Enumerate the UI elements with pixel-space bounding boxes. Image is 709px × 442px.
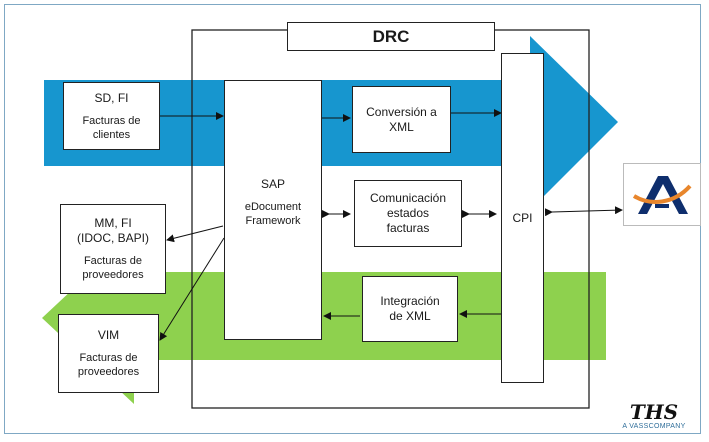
blue-band-arrow — [44, 36, 618, 210]
sd-fi-box: SD, FI Facturas de clientes — [63, 82, 160, 150]
integracion-box: Integración de XML — [362, 276, 458, 342]
integracion-label-1: Integración — [380, 294, 440, 308]
brand-logo-text: THS — [630, 400, 678, 424]
aeat-logo-icon — [632, 176, 692, 214]
sd-fi-label: SD, FI — [94, 90, 129, 105]
mm-fi-sub: (IDOC, BAPI) — [76, 231, 149, 245]
brand-subtitle: A VASSCOMPANY — [622, 423, 686, 430]
mm-fi-box: MM, FI (IDOC, BAPI) Facturas de proveedo… — [60, 204, 166, 294]
sap-desc-1: eDocument — [244, 201, 302, 213]
arrow-sap-to-vim — [159, 237, 225, 341]
sd-fi-desc-1: Facturas de — [82, 114, 141, 127]
conversion-label-1: Conversión a — [366, 104, 437, 119]
vim-label: VIM — [97, 328, 120, 342]
mm-fi-desc-2: proveedores — [82, 269, 144, 281]
sap-desc-2: Framework — [245, 215, 301, 227]
mm-fi-label: MM, FI — [94, 216, 132, 230]
vim-box: VIM Facturas de proveedores — [58, 314, 159, 393]
drc-title: DRC — [287, 22, 495, 51]
comunicacion-box: Comunicación estados facturas — [354, 180, 462, 247]
cpi-label: CPI — [512, 210, 533, 225]
sap-box: SAP eDocument Framework — [224, 80, 322, 340]
aeat-logo — [623, 163, 701, 226]
arrow-sap-to-mmfi — [166, 225, 224, 243]
mm-fi-desc-1: Facturas de — [83, 255, 143, 267]
arrow-cpi-aeat — [544, 206, 623, 217]
comunicacion-label-3: facturas — [386, 221, 430, 235]
ths-brand-logo: THS — [630, 400, 678, 424]
sap-label: SAP — [260, 177, 285, 191]
comunicacion-label-2: estados — [386, 206, 430, 220]
cpi-box: CPI — [501, 53, 544, 383]
sd-fi-desc-2: clientes — [92, 128, 131, 141]
comunicacion-label-1: Comunicación — [369, 191, 447, 205]
integracion-label-2: de XML — [389, 309, 431, 323]
vim-desc-2: proveedores — [77, 366, 140, 378]
conversion-box: Conversión a XML — [352, 86, 451, 153]
vim-desc-1: Facturas de — [79, 352, 138, 364]
conversion-label-2: XML — [389, 119, 414, 134]
